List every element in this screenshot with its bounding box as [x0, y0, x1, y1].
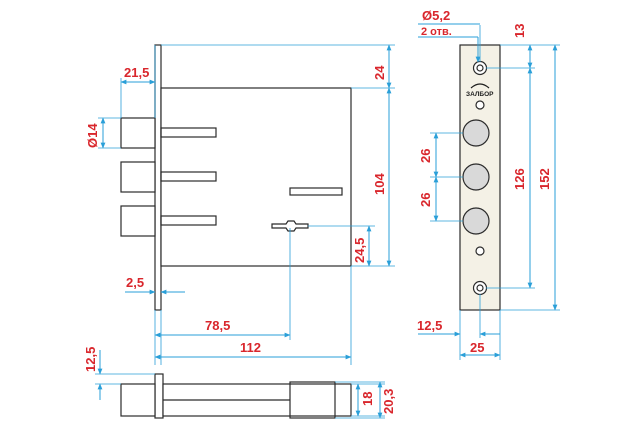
top-faceplate — [154, 373, 164, 419]
brand-logo-icon — [470, 83, 490, 89]
mounting-hole-top — [472, 60, 488, 76]
faceplate-view: ЗАЛБОР — [459, 44, 501, 311]
front-view — [120, 44, 352, 311]
dim-keyhole-height: 24,5 — [352, 238, 367, 263]
dim-bolt-spacing-1: 26 — [418, 149, 433, 163]
bolt-head-bottom — [462, 207, 490, 235]
dim-hole-top-offset: 13 — [512, 24, 527, 38]
dim-plate-hole-inset: 12,5 — [417, 318, 442, 333]
dim-bolt-spacing-2: 26 — [418, 193, 433, 207]
bolt-bottom — [120, 205, 156, 237]
top-bolt — [120, 383, 156, 417]
dim-plate-width: 25 — [470, 340, 484, 355]
keyhole — [271, 220, 309, 232]
dim-body-height: 104 — [372, 173, 387, 195]
dim-body-thickness: 18 — [360, 392, 375, 406]
bolt-bar-middle — [160, 171, 217, 182]
bolt-head-top — [462, 119, 490, 147]
dim-faceplate-thickness: 2,5 — [126, 275, 144, 290]
cylinder-pin-hole-top — [475, 100, 485, 110]
bolt-middle — [120, 161, 156, 193]
mounting-hole-bottom — [472, 280, 488, 296]
dim-body-offset: 21,5 — [124, 65, 149, 80]
dim-bottom-bolt-offset: 12,5 — [83, 347, 98, 372]
dim-top-gap: 24 — [372, 65, 387, 80]
dim-hole-spacing: 126 — [512, 168, 527, 190]
bolt-bar-bottom — [160, 215, 217, 226]
dim-hole-diameter: Ø5,2 — [422, 8, 450, 23]
handle-slot — [289, 187, 343, 196]
dim-hole-count: 2 отв. — [421, 26, 452, 38]
bolt-head-middle — [462, 163, 490, 191]
faceplate-extension-lines — [430, 25, 560, 360]
dim-plate-height: 152 — [537, 168, 552, 190]
top-view — [120, 373, 352, 419]
dim-body-depth: 112 — [240, 340, 261, 355]
dim-backset: 78,5 — [205, 318, 230, 333]
brand-label: ЗАЛБОР — [466, 91, 494, 98]
bolt-bar-top — [160, 127, 217, 138]
lock-case — [160, 87, 352, 267]
dim-bolt-diameter: Ø14 — [85, 123, 100, 148]
dim-overall-thickness: 20,3 — [381, 389, 396, 414]
faceplate — [154, 44, 162, 311]
bolt-top — [120, 117, 156, 149]
cylinder-pin-hole-bottom — [475, 246, 485, 256]
